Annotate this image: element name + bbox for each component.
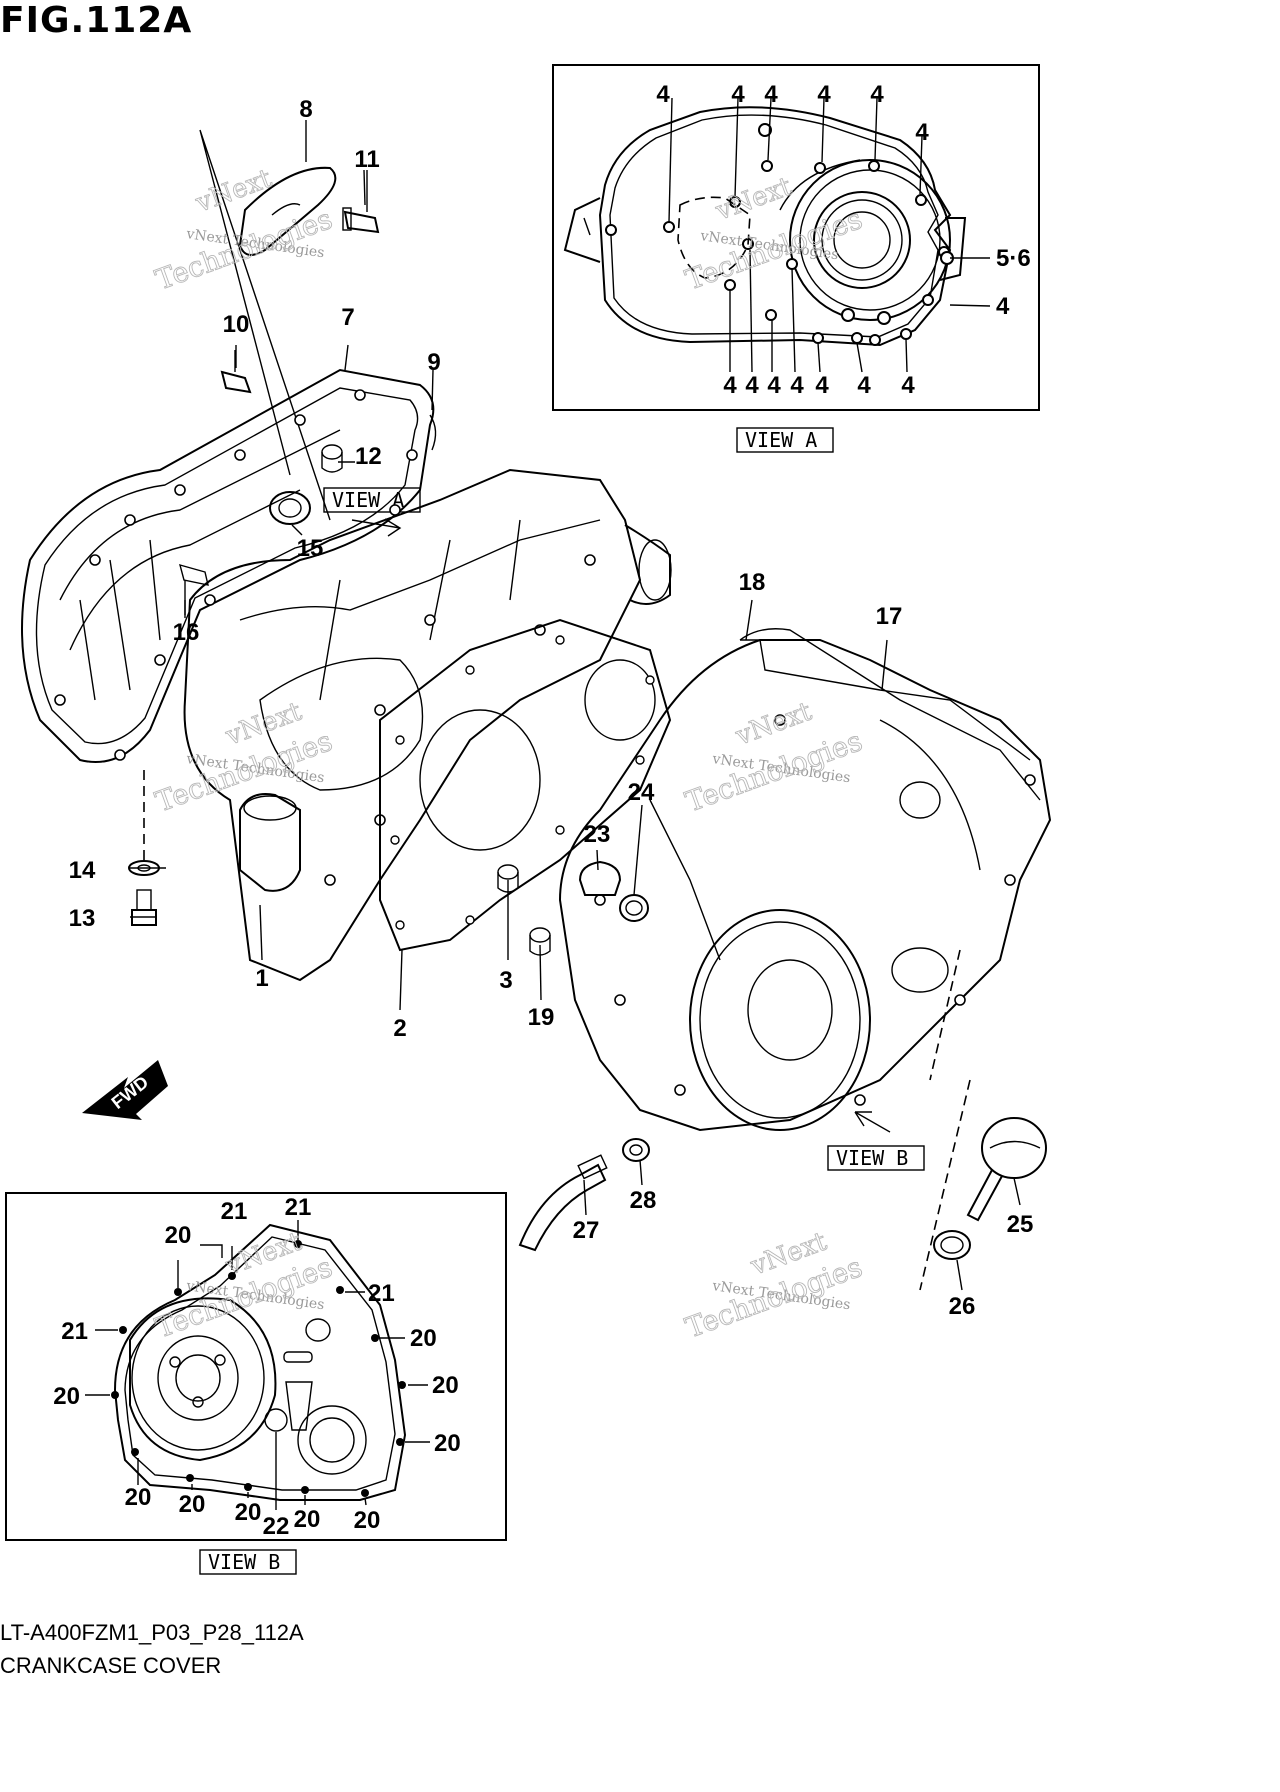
- callout-view-b-bottom-1: 20: [125, 1484, 152, 1511]
- callout-view-b-top-21a: 21: [221, 1198, 248, 1225]
- part-7-outer-cover: [21, 368, 435, 763]
- callout-view-a-bottom-2: 4: [745, 372, 759, 399]
- callout-11: 11: [354, 146, 379, 173]
- callout-view-b-left-20: 20: [53, 1383, 80, 1410]
- callout-2: 2: [393, 1015, 406, 1042]
- callout-23: 23: [584, 821, 611, 848]
- part-8-plate: [199, 129, 337, 521]
- part-25-dipstick: [966, 1117, 1047, 1222]
- callout-view-a-bottom-1: 4: [723, 372, 737, 399]
- svg-text:VIEW A: VIEW A: [745, 428, 817, 452]
- svg-text:vNext: vNext: [191, 164, 276, 219]
- callout-17: 17: [876, 603, 903, 630]
- callout-view-a-right-mid: 5·6: [996, 245, 1031, 272]
- callout-view-b-top-20: 20: [165, 1222, 192, 1249]
- part-16-bolt: [179, 563, 209, 618]
- main-callouts: 8 11 10 7 9 12 15 16 14 13 1 2 3 19 23 2…: [69, 96, 1034, 1320]
- part-1-crankcase: [183, 468, 672, 982]
- svg-text:VIEW B: VIEW B: [836, 1146, 908, 1170]
- part-2-gasket: [379, 618, 672, 952]
- part-11-bolt: [342, 170, 380, 234]
- callout-14: 14: [69, 857, 96, 884]
- callout-10: 10: [223, 311, 250, 338]
- callout-view-b-left-21: 21: [61, 1318, 88, 1345]
- callout-27: 27: [573, 1217, 600, 1244]
- callout-25: 25: [1007, 1211, 1034, 1238]
- callout-3: 3: [499, 967, 512, 994]
- part-26-oring: [933, 1230, 971, 1260]
- callout-view-a-top-5: 4: [870, 81, 884, 108]
- view-a-inset: 4 4 4 4 4 4 5·6 4 4 4 4 4 4 4 4: [552, 64, 1040, 411]
- callout-19: 19: [528, 1004, 555, 1031]
- callout-24: 24: [628, 779, 655, 806]
- part-15-seal: [269, 491, 311, 525]
- callout-view-b-right-20c: 20: [434, 1430, 461, 1457]
- svg-text:vNext: vNext: [711, 172, 796, 227]
- callout-16: 16: [173, 619, 200, 646]
- callout-28: 28: [630, 1187, 657, 1214]
- callout-view-a-bottom-6: 4: [857, 372, 871, 399]
- callout-view-a-bottom-7: 4: [901, 372, 915, 399]
- main-leader-lines: [130, 120, 1021, 1291]
- callout-9: 9: [427, 349, 440, 376]
- callout-view-b-bottom-6: 20: [354, 1507, 381, 1534]
- view-a-tag: VIEW A: [736, 427, 834, 453]
- callout-view-b-right-20a: 20: [410, 1325, 437, 1352]
- dipstick-axis: [919, 949, 971, 1291]
- callout-view-b-bottom-5: 20: [294, 1506, 321, 1533]
- part-9-gasket-edge: [429, 414, 437, 451]
- figure-name: CRANKCASE COVER: [0, 1653, 222, 1678]
- callout-view-a-bottom-5: 4: [815, 372, 829, 399]
- callout-view-b-bottom-4: 22: [263, 1513, 290, 1540]
- callout-view-a-bottom-4: 4: [790, 372, 804, 399]
- callout-view-a-top-1: 4: [656, 81, 670, 108]
- callout-view-a-top-3: 4: [764, 81, 778, 108]
- callout-26: 26: [949, 1293, 976, 1320]
- part-23-plug: [578, 860, 622, 896]
- callout-view-b-right-20b: 20: [432, 1372, 459, 1399]
- callout-view-a-top-2: 4: [731, 81, 745, 108]
- part-17-crankcase-cover: [558, 639, 1052, 1132]
- part-13-bolt: [131, 889, 157, 926]
- fwd-arrow: FWD: [82, 1060, 168, 1120]
- callout-12: 12: [355, 443, 382, 470]
- view-b-callouts: 21 21 20 21 20 20 20 21 20 20 20 20 22 2…: [53, 1194, 460, 1540]
- figure-title: FIG.112A: [0, 0, 193, 41]
- callout-view-a-right-lower: 4: [996, 293, 1010, 320]
- callout-view-a-top-4: 4: [817, 81, 831, 108]
- callout-view-b-bottom-3: 20: [235, 1499, 262, 1526]
- view-b-inset: 21 21 20 21 20 20 20 21 20 20 20 20 22 2…: [5, 1192, 507, 1541]
- callout-1: 1: [255, 965, 268, 992]
- callout-13: 13: [69, 905, 96, 932]
- view-a-callouts: 4 4 4 4 4 4 5·6 4 4 4 4 4 4 4 4: [656, 81, 1030, 399]
- figure-code: LT-A400FZM1_P03_P28_112A: [0, 1620, 304, 1645]
- part-24-oring: [619, 894, 649, 922]
- callout-7: 7: [341, 304, 354, 331]
- view-b-tag: VIEW B: [199, 1549, 297, 1575]
- callout-15: 15: [297, 535, 324, 562]
- svg-text:VIEW B: VIEW B: [208, 1550, 280, 1574]
- callout-view-a-right-upper: 4: [915, 119, 929, 146]
- callout-8: 8: [299, 96, 312, 123]
- callout-view-a-bottom-3: 4: [767, 372, 781, 399]
- callout-view-b-bottom-2: 20: [179, 1491, 206, 1518]
- part-28-seal: [622, 1138, 650, 1162]
- part-10-bolt: [220, 350, 252, 394]
- view-b-pointer-tag: VIEW B: [827, 1111, 925, 1171]
- callout-view-b-right-21: 21: [368, 1280, 395, 1307]
- part-27-hose: [518, 1154, 608, 1252]
- callout-view-b-top-21b: 21: [285, 1194, 312, 1221]
- part-12-dowel: [321, 444, 343, 473]
- callout-18: 18: [739, 569, 766, 596]
